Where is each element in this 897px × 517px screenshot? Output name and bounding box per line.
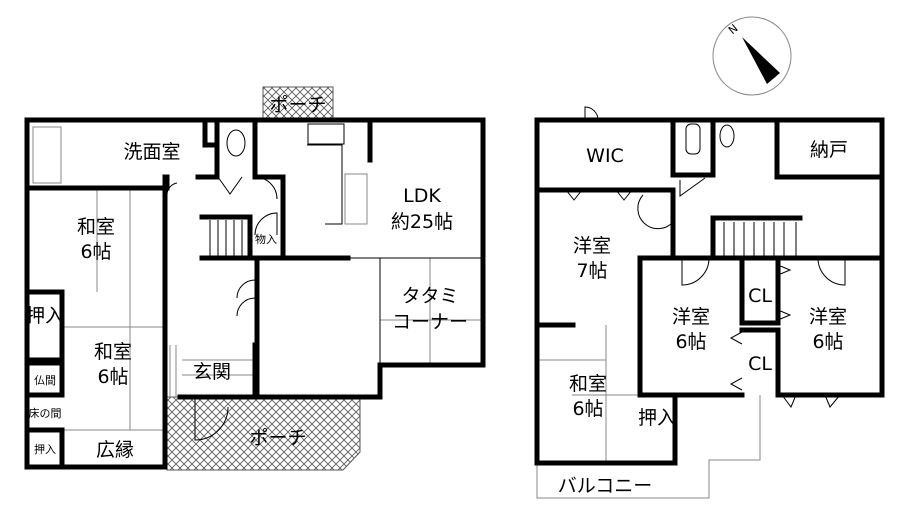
compass: N — [712, 16, 792, 96]
kitchen-counter — [307, 144, 343, 225]
label-yoshitsu7: 洋室 — [573, 235, 611, 257]
sink-icon — [719, 124, 735, 148]
second-floor: WIC 納戸 洋室 7帖 洋室 6帖 洋室 6帖 CL CL 和室 6帖 押入 … — [534, 106, 885, 499]
label-oshiire: 押入 — [638, 407, 676, 429]
label-washitsu-size: 6帖 — [572, 398, 603, 420]
label-washitsu1-size: 6帖 — [80, 241, 111, 263]
tatami-lines — [62, 188, 483, 431]
tatami-lines — [537, 325, 640, 463]
label-genkan: 玄関 — [193, 361, 231, 383]
label-wic: WIC — [586, 145, 624, 167]
walls-floor2 — [534, 117, 885, 466]
label-ldk-size: 約25帖 — [391, 211, 453, 233]
north-arrow-icon — [742, 37, 780, 84]
label-washitsu2: 和室 — [94, 341, 132, 363]
walls-floor1 — [24, 117, 486, 470]
top-porch-area — [262, 86, 334, 121]
label-washitsu: 和室 — [569, 373, 607, 395]
label-balcony: バルコニー — [558, 475, 653, 497]
label-nando: 納戸 — [810, 139, 848, 161]
label-yoshitsu6b-size: 6帖 — [812, 331, 843, 353]
label-hiroen: 広縁 — [96, 439, 134, 461]
toilet-icon — [226, 129, 246, 157]
label-corner: コーナー — [392, 311, 468, 333]
label-cl1: CL — [748, 285, 772, 307]
label-tokonoma: 床の間 — [29, 406, 62, 420]
label-washitsu2-size: 6帖 — [97, 366, 128, 388]
first-floor: ポーチ 洗面室 LDK 約25帖 物入 和室 6帖 押入 和室 6帖 仏間 床の… — [24, 86, 486, 471]
label-washitsu1: 和室 — [77, 216, 115, 238]
label-cl2: CL — [748, 353, 772, 375]
label-ldk: LDK — [403, 185, 441, 207]
label-porch-top: ポーチ — [269, 94, 326, 116]
label-oshiire2: 押入 — [34, 442, 56, 456]
label-butsuma: 仏間 — [34, 374, 56, 387]
doors — [565, 106, 846, 408]
label-yoshitsu6a-size: 6帖 — [675, 331, 706, 353]
compass-north-label: N — [726, 22, 741, 37]
bathtub — [32, 126, 62, 184]
label-washroom: 洗面室 — [123, 141, 180, 163]
toilet-icon — [685, 123, 701, 155]
label-porch: ポーチ — [249, 427, 306, 449]
label-storage: 物入 — [255, 232, 277, 246]
label-yoshitsu6b: 洋室 — [809, 306, 847, 328]
label-oshiire1: 押入 — [26, 305, 64, 327]
balcony-outline — [536, 395, 761, 499]
stove — [307, 123, 345, 145]
label-yoshitsu7-size: 7帖 — [576, 260, 607, 282]
label-yoshitsu6a: 洋室 — [672, 306, 710, 328]
label-tatami: タタミ — [401, 285, 458, 307]
stairs — [209, 220, 243, 256]
stairs — [723, 222, 797, 256]
sink — [344, 173, 368, 225]
